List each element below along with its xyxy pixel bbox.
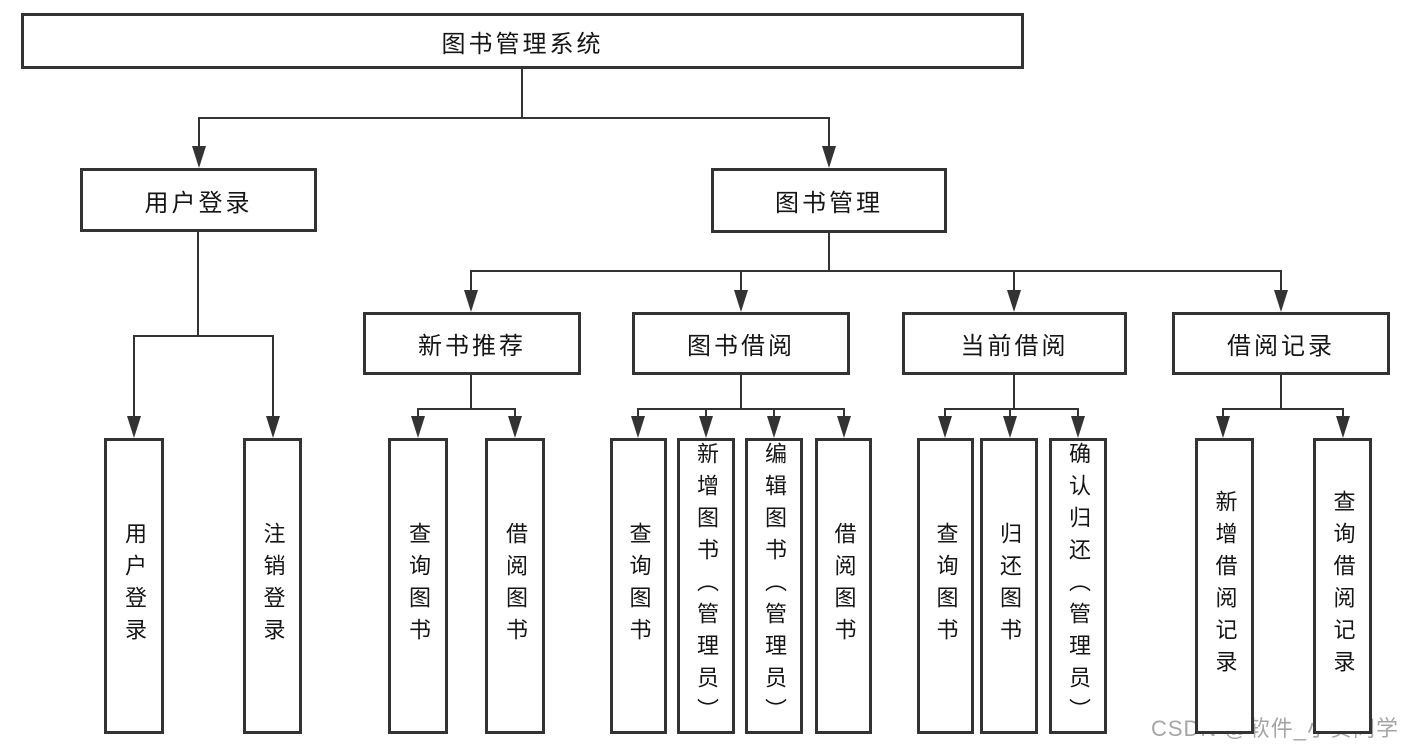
node-label: 当前借阅 <box>960 333 1069 360</box>
node-label: 图书管理 <box>775 190 883 217</box>
node-book-borrow: 图书借阅 <box>632 312 850 375</box>
arrowhead-down-icon <box>266 416 280 438</box>
arrowhead-down-icon <box>1216 416 1230 438</box>
arrowhead-down-icon <box>938 416 952 438</box>
connector-drop <box>132 336 136 424</box>
connector-drop <box>739 271 743 298</box>
node-label: 编辑图书（管理员） <box>762 442 787 730</box>
connector-stem <box>739 375 743 410</box>
node-label: 用户登录 <box>144 189 253 217</box>
node-leaf-add-books-admin: 新增图书（管理员） <box>677 438 735 734</box>
node-leaf-confirm-return-admin: 确认归还（管理员） <box>1049 438 1107 734</box>
connector-bar <box>132 334 275 338</box>
connector-bar <box>636 407 846 411</box>
connector-bar <box>197 116 831 120</box>
node-label: 归还图书 <box>997 522 1022 650</box>
connector-drop <box>271 336 275 424</box>
node-label: 借阅记录 <box>1227 333 1335 360</box>
node-leaf-edit-books-admin: 编辑图书（管理员） <box>745 438 803 734</box>
connector-drop <box>1279 271 1283 298</box>
connector-drop <box>1012 271 1016 298</box>
node-leaf-borrow-books-2: 借阅图书 <box>815 438 872 734</box>
node-label: 新书推荐 <box>418 333 526 360</box>
node-leaf-borrow-books-1: 借阅图书 <box>485 438 545 734</box>
node-leaf-logout: 注销登录 <box>243 438 302 734</box>
node-leaf-return-books: 归还图书 <box>980 438 1038 734</box>
connector-stem <box>1279 375 1283 410</box>
arrowhead-down-icon <box>1274 290 1288 312</box>
node-label: 用户登录 <box>122 522 147 650</box>
arrowhead-down-icon <box>1336 416 1350 438</box>
connector-bar <box>469 269 1283 273</box>
node-label: 查询图书 <box>933 522 959 650</box>
arrowhead-down-icon <box>1003 416 1017 438</box>
connector-bar <box>416 407 517 411</box>
arrowhead-down-icon <box>837 416 851 438</box>
node-leaf-query-books-3: 查询图书 <box>917 438 974 734</box>
node-label: 查询借阅记录 <box>1330 490 1356 682</box>
node-user-login: 用户登录 <box>80 168 317 232</box>
arrowhead-down-icon <box>767 416 781 438</box>
arrowhead-down-icon <box>1007 290 1021 312</box>
node-label: 借阅图书 <box>503 522 528 650</box>
arrowhead-down-icon <box>822 146 836 168</box>
connector-stem <box>520 69 524 119</box>
connector-stem <box>1012 375 1016 410</box>
node-leaf-query-borrow-record: 查询借阅记录 <box>1313 438 1372 734</box>
arrowhead-down-icon <box>192 146 206 168</box>
node-leaf-add-borrow-record: 新增借阅记录 <box>1195 438 1254 734</box>
arrowhead-down-icon <box>464 290 478 312</box>
node-leaf-user-login: 用户登录 <box>104 438 164 734</box>
node-current-borrow: 当前借阅 <box>902 312 1127 375</box>
arrowhead-down-icon <box>411 416 425 438</box>
arrowhead-down-icon <box>508 416 522 438</box>
connector-stem <box>827 233 831 272</box>
connector-bar <box>943 407 1080 411</box>
node-book-management: 图书管理 <box>711 168 947 233</box>
arrowhead-down-icon <box>127 416 141 438</box>
connector-drop <box>827 118 831 154</box>
node-new-book-recommend: 新书推荐 <box>363 312 581 375</box>
node-label: 图书借阅 <box>687 333 795 360</box>
node-label: 新增图书（管理员） <box>694 442 719 730</box>
node-label: 注销登录 <box>260 522 286 650</box>
arrowhead-down-icon <box>699 416 713 438</box>
node-label: 图书管理系统 <box>441 30 604 58</box>
node-label: 确认归还（管理员） <box>1066 442 1091 730</box>
node-leaf-query-books-2: 查询图书 <box>610 438 667 734</box>
connector-drop <box>197 118 201 154</box>
node-label: 新增借阅记录 <box>1212 490 1238 682</box>
node-label: 借阅图书 <box>831 522 857 650</box>
node-leaf-query-books-1: 查询图书 <box>388 438 448 734</box>
node-borrow-records: 借阅记录 <box>1172 312 1390 375</box>
connector-drop <box>469 271 473 298</box>
node-system-root: 图书管理系统 <box>21 13 1024 69</box>
connector-stem <box>469 375 473 410</box>
arrowhead-down-icon <box>631 416 645 438</box>
connector-bar <box>1221 407 1345 411</box>
arrowhead-down-icon <box>734 290 748 312</box>
connector-stem <box>196 232 200 337</box>
arrowhead-down-icon <box>1071 416 1085 438</box>
node-label: 查询图书 <box>406 522 431 650</box>
node-label: 查询图书 <box>626 522 652 650</box>
